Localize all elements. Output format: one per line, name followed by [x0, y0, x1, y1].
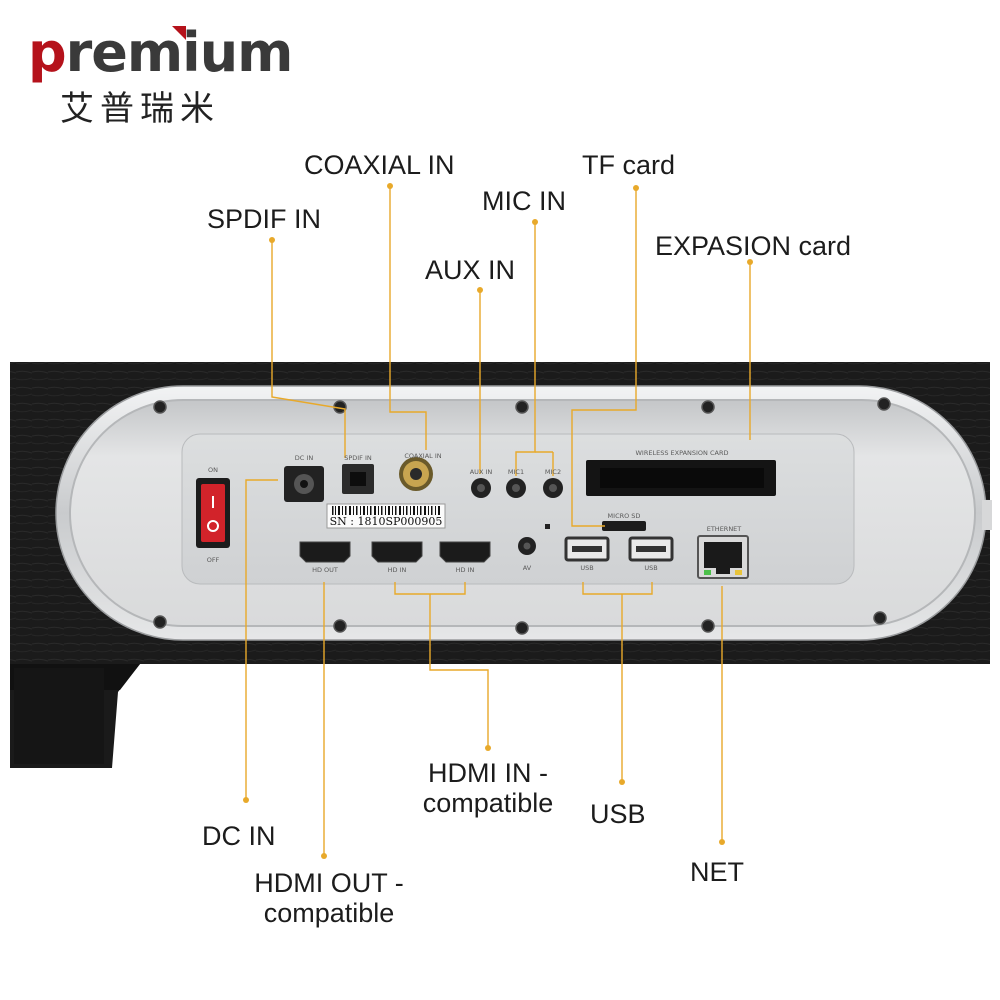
brand-logo-text: premium — [28, 21, 293, 84]
callout-net: NET — [690, 857, 744, 887]
serial-number-label: SN : 1810SP000905 — [330, 515, 443, 528]
callout-aux-in: AUX IN — [425, 255, 516, 285]
panel-label-hd-out: HD OUT — [312, 566, 338, 574]
panel-label-usb-1: USB — [580, 564, 593, 572]
callout-dc-in: DC IN — [202, 821, 276, 851]
callout-expansion-card: EXPASION card — [655, 231, 852, 261]
panel-label-spdif-in: SPDIF IN — [344, 454, 372, 462]
panel-label-coaxial-in: COAXIAL IN — [404, 452, 441, 460]
brand-chinese-name: 艾普瑞米 — [60, 89, 220, 129]
panel-label-power-off: OFF — [207, 556, 220, 564]
callout-hdmi-out-line2: compatible — [263, 898, 395, 928]
panel-label-av: AV — [523, 564, 532, 572]
callout-hdmi-out: HDMI OUT - compatible — [224, 868, 434, 928]
callout-hdmi-in: HDMI IN - compatible — [395, 758, 581, 818]
callout-hdmi-out-line1: HDMI OUT - — [254, 868, 404, 898]
panel-label-power-on: ON — [208, 466, 218, 474]
callout-hdmi-in-line2: compatible — [422, 788, 554, 818]
panel-label-ethernet: ETHERNET — [707, 525, 742, 533]
callout-mic-in: MIC IN — [482, 186, 566, 216]
panel-label-wireless-expansion-card: WIRELESS EXPANSION CARD — [636, 449, 729, 457]
panel-label-micro-sd: MICRO SD — [608, 512, 641, 520]
callout-tf-card: TF card — [582, 150, 676, 180]
panel-label-usb-2: USB — [644, 564, 657, 572]
callout-hdmi-in-line1: HDMI IN - — [428, 758, 548, 788]
callout-coaxial-in: COAXIAL IN — [304, 150, 455, 180]
panel-label-mic2: MIC2 — [545, 468, 561, 476]
panel-label-aux-in: AUX IN — [470, 468, 493, 476]
panel-label-hd-in-2: HD IN — [456, 566, 475, 574]
brand-logo: premium — [28, 26, 293, 80]
callout-spdif-in: SPDIF IN — [207, 204, 322, 234]
callout-usb: USB — [590, 799, 646, 829]
panel-label-hd-in: HD IN — [388, 566, 407, 574]
panel-label-mic1: MIC1 — [508, 468, 524, 476]
panel-label-dc-in: DC IN — [295, 454, 314, 462]
